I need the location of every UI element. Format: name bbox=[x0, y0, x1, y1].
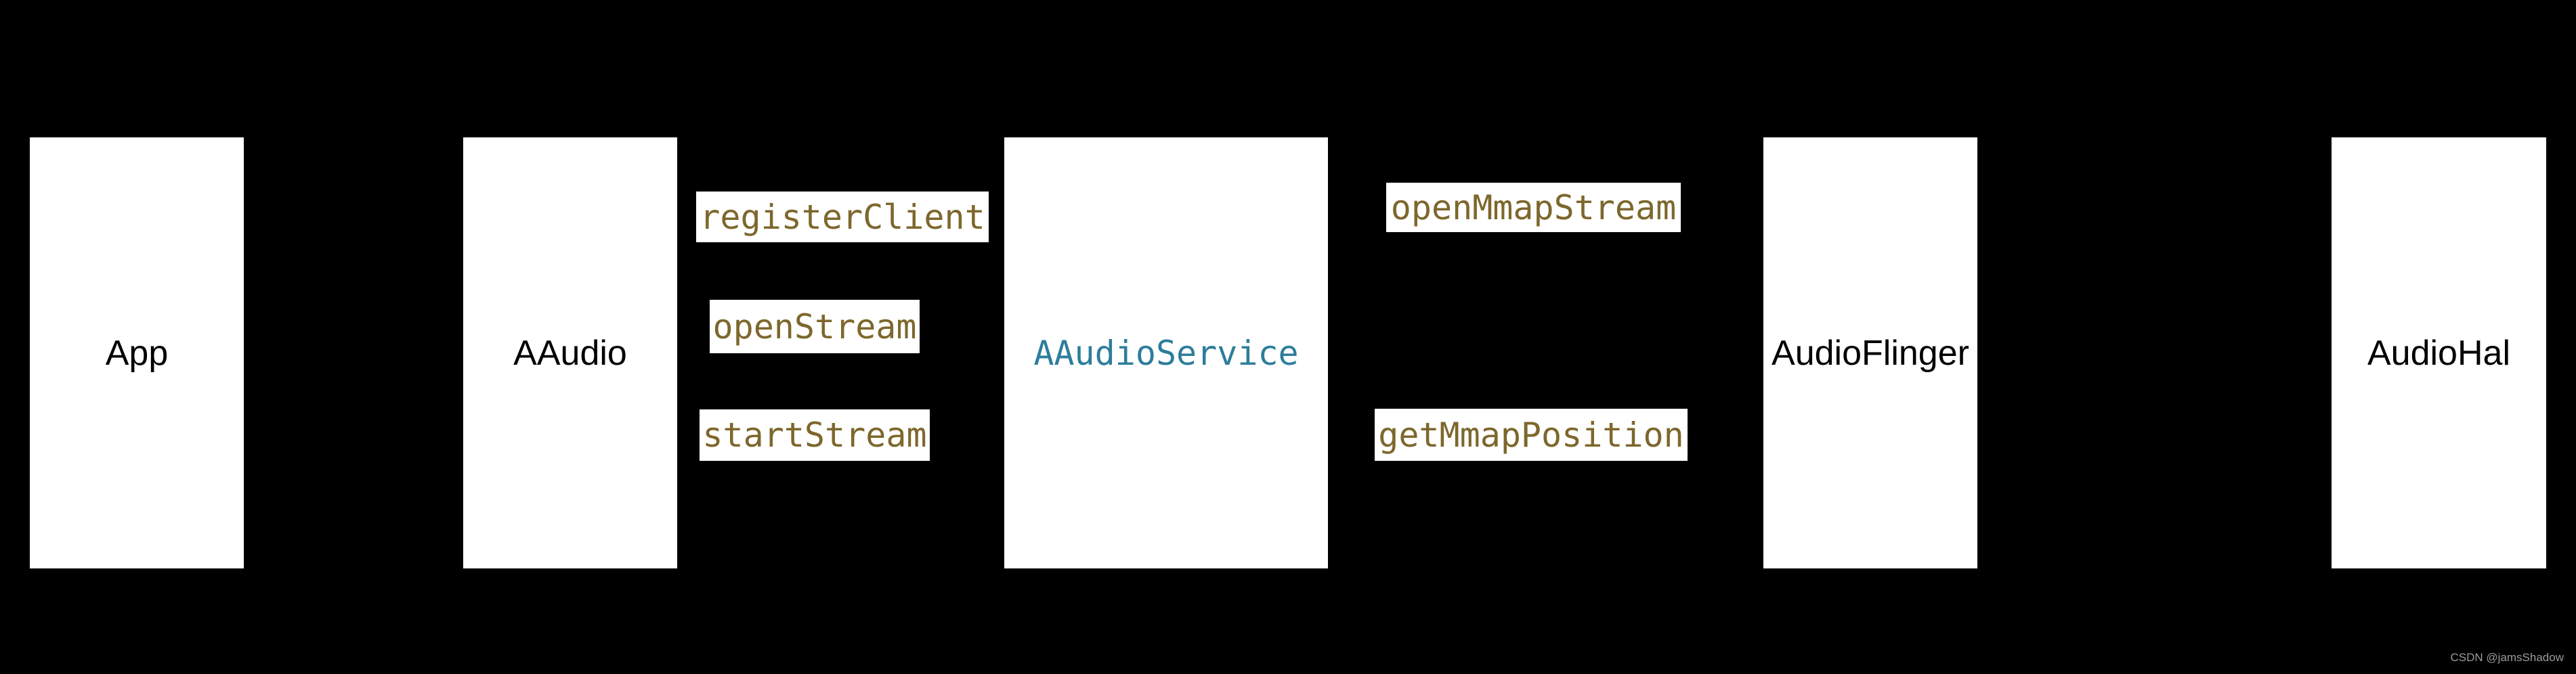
call-label-getmmapposition: getMmapPosition bbox=[1375, 409, 1688, 461]
call-label-openmmapstream: openMmapStream bbox=[1386, 183, 1681, 232]
watermark-text: CSDN @jamsShadow bbox=[2450, 651, 2564, 664]
node-audiohal-label: AudioHal bbox=[2367, 333, 2511, 373]
node-aaudioservice: AAudioService bbox=[1004, 137, 1328, 568]
node-audiohal: AudioHal bbox=[2332, 137, 2546, 568]
node-audioflinger-label: AudioFlinger bbox=[1772, 333, 1969, 373]
node-app-label: App bbox=[105, 333, 169, 373]
call-label-startstream: startStream bbox=[700, 409, 930, 461]
node-aaudioservice-label: AAudioService bbox=[1033, 333, 1299, 373]
node-app: App bbox=[30, 137, 244, 568]
call-label-registerclient: registerClient bbox=[696, 192, 989, 242]
call-label-openstream: openStream bbox=[710, 300, 920, 353]
node-aaudio-label: AAudio bbox=[513, 333, 627, 373]
node-aaudio: AAudio bbox=[463, 137, 677, 568]
node-audioflinger: AudioFlinger bbox=[1763, 137, 1977, 568]
